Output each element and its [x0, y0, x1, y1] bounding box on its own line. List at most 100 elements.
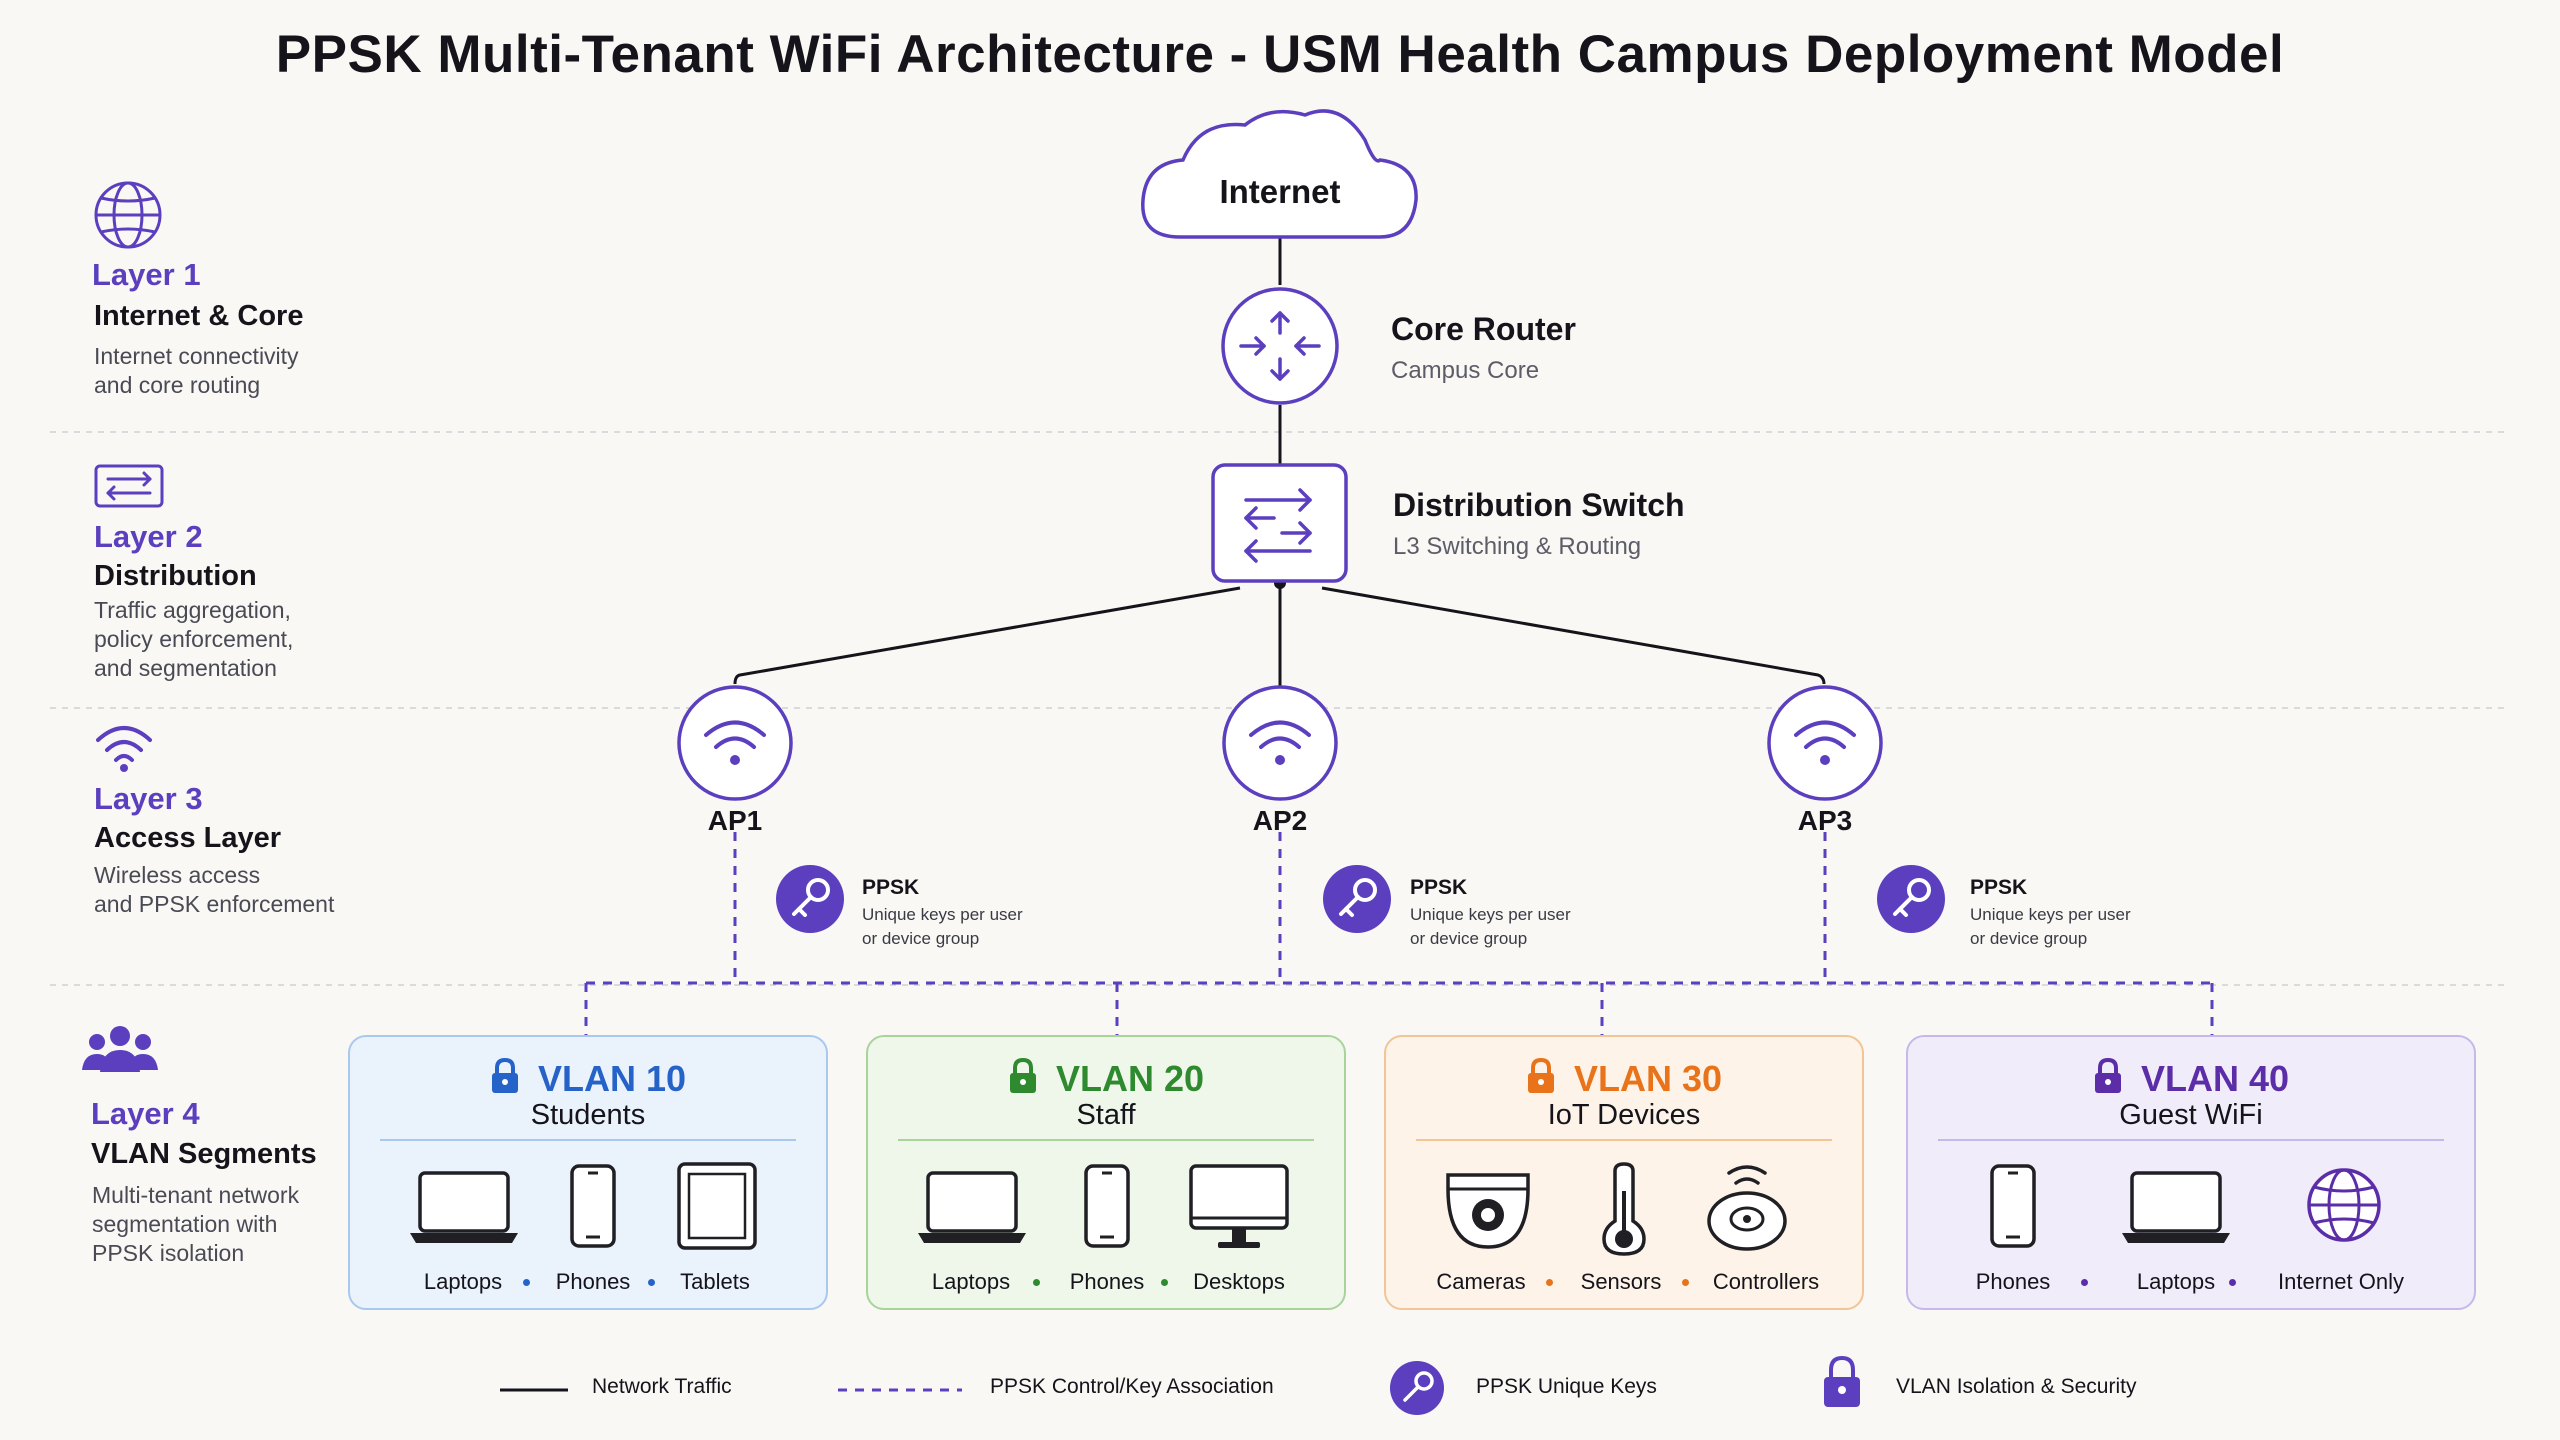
ppsk-key-icon-1: [776, 865, 844, 933]
ppsk-note-1-title: PPSK: [862, 876, 920, 899]
globe-icon: [2307, 1168, 2381, 1242]
vlan-20-card: VLAN 20 Staff Laptops Phones Desktops: [866, 1035, 1346, 1310]
legend-key-icon: [1390, 1361, 1444, 1415]
separator-dot: [523, 1279, 530, 1286]
distribution-switch-icon: [1211, 463, 1348, 583]
router-icon: [1221, 287, 1339, 405]
legend-vlan-isolation: VLAN Isolation & Security: [1896, 1375, 2137, 1398]
lock-icon: [2094, 1057, 2121, 1093]
ap2-icon: [1222, 685, 1338, 801]
ppsk-note-2-title: PPSK: [1410, 876, 1468, 899]
thermometer-icon: [1602, 1162, 1646, 1256]
ap3-icon: [1767, 685, 1883, 801]
separator-dot: [648, 1279, 655, 1286]
vlan-20-name: VLAN 20: [1055, 1058, 1205, 1099]
ap2-label: AP2: [1252, 805, 1308, 836]
separator-dot: [1682, 1279, 1689, 1286]
ppsk-note-3-title: PPSK: [1970, 876, 2028, 899]
vlan-10-group: Students: [530, 1099, 646, 1131]
internet-cloud: [1141, 109, 1418, 239]
switch-icon: [94, 464, 164, 508]
layer-1-description: Internet connectivity and core routing: [94, 343, 299, 398]
camera-icon: [1446, 1173, 1530, 1249]
ppsk-links: [584, 832, 2214, 1035]
desktop-icon: [1189, 1164, 1289, 1248]
globe-icon: [94, 181, 162, 249]
layer-1-number: Layer 1: [92, 257, 201, 292]
controller-icon: [1707, 1165, 1787, 1251]
core-router-title: Core Router: [1391, 311, 1576, 347]
vlan-20-group: Staff: [1076, 1099, 1136, 1131]
lock-icon: [1527, 1057, 1554, 1093]
vlan-20-device-2: Phones: [1069, 1269, 1145, 1294]
vlan-30-device-2: Sensors: [1580, 1269, 1662, 1294]
layer-2-number: Layer 2: [94, 519, 203, 554]
phone-icon: [570, 1164, 616, 1248]
ap1-label: AP1: [707, 805, 763, 836]
vlan-10-card: VLAN 10 Students Laptops Phones Tablets: [348, 1035, 828, 1310]
layer-2-description: Traffic aggregation, policy enforcement,…: [94, 597, 294, 681]
vlan-20-device-1: Laptops: [931, 1269, 1011, 1294]
vlan-30-device-1: Cameras: [1436, 1269, 1526, 1294]
legend-network-traffic: Network Traffic: [592, 1375, 732, 1398]
internet-label: Internet: [1219, 173, 1341, 210]
layer-4-name: VLAN Segments: [91, 1138, 317, 1170]
phone-icon: [1084, 1164, 1130, 1248]
layer-1-name: Internet & Core: [94, 300, 304, 332]
layer-2-name: Distribution: [94, 560, 257, 592]
lock-icon: [1009, 1057, 1036, 1093]
ppsk-note-3-description: Unique keys per user or device group: [1970, 905, 2131, 948]
link-switch-ap3: [1321, 586, 1826, 685]
vlan-40-header: VLAN 40: [1908, 1057, 2474, 1100]
divider: [380, 1139, 796, 1141]
separator-dot: [1546, 1279, 1553, 1286]
layer-3-description: Wireless access and PPSK enforcement: [94, 862, 335, 917]
vlan-10-device-1: Laptops: [423, 1269, 503, 1294]
ap3-label: AP3: [1797, 805, 1853, 836]
vlan-40-name: VLAN 40: [2140, 1058, 2290, 1099]
layer-4-number: Layer 4: [91, 1096, 200, 1131]
vlan-30-group: IoT Devices: [1547, 1099, 1701, 1131]
vlan-40-device-2: Laptops: [2136, 1269, 2216, 1294]
separator-dot: [1161, 1279, 1168, 1286]
vlan-20-device-3: Desktops: [1193, 1269, 1285, 1294]
legend-ppsk-control: PPSK Control/Key Association: [990, 1375, 1274, 1398]
wifi-icon-dot: [120, 764, 128, 772]
distribution-switch-title: Distribution Switch: [1393, 487, 1685, 523]
phone-icon: [1990, 1164, 2036, 1248]
vlan-10-header: VLAN 10: [350, 1057, 826, 1100]
users-icon: [82, 1026, 158, 1072]
ppsk-note-2-description: Unique keys per user or device group: [1410, 905, 1571, 948]
legend-ppsk-unique-keys: PPSK Unique Keys: [1476, 1375, 1657, 1398]
laptop-icon: [410, 1171, 518, 1243]
diagram-title: PPSK Multi-Tenant WiFi Architecture - US…: [275, 25, 2285, 84]
vlan-40-group: Guest WiFi: [2119, 1099, 2263, 1131]
vlan-30-name: VLAN 30: [1573, 1058, 1723, 1099]
vlan-10-name: VLAN 10: [537, 1058, 687, 1099]
vlan-30-device-3: Controllers: [1712, 1269, 1820, 1294]
legend-lock-icon: [1824, 1355, 1860, 1407]
distribution-switch-subtitle: L3 Switching & Routing: [1393, 533, 1642, 560]
divider: [898, 1139, 1314, 1141]
layer-4-description: Multi-tenant network segmentation with P…: [92, 1182, 300, 1266]
tablet-icon: [677, 1162, 757, 1250]
vlan-10-device-2: Phones: [555, 1269, 631, 1294]
ap1-icon: [677, 685, 793, 801]
layer-3-number: Layer 3: [94, 781, 203, 816]
laptop-icon: [918, 1171, 1026, 1243]
laptop-icon: [2122, 1171, 2230, 1243]
divider: [1938, 1139, 2444, 1141]
link-switch-ap1: [733, 586, 1241, 685]
vlan-40-card: VLAN 40 Guest WiFi Phones Laptops Intern…: [1906, 1035, 2476, 1310]
separator-dot: [2229, 1279, 2236, 1286]
separator-dot: [2081, 1279, 2088, 1286]
vlan-30-header: VLAN 30: [1386, 1057, 1862, 1100]
core-router-subtitle: Campus Core: [1391, 357, 1540, 384]
separator-dot: [1033, 1279, 1040, 1286]
vlan-10-device-3: Tablets: [680, 1269, 750, 1294]
ppsk-key-icon-3: [1877, 865, 1945, 933]
ppsk-note-1-description: Unique keys per user or device group: [862, 905, 1023, 948]
lock-icon: [491, 1057, 518, 1093]
vlan-30-card: VLAN 30 IoT Devices Cameras Sensors Cont…: [1384, 1035, 1864, 1310]
